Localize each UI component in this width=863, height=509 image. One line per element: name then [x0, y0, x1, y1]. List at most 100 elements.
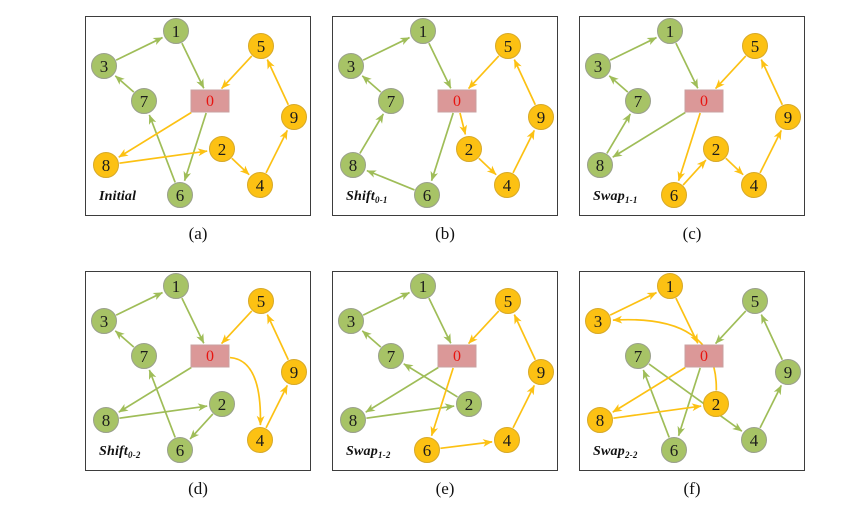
route-edge-7-3	[114, 75, 135, 93]
route-edge-9-5	[760, 314, 784, 361]
route-edge-0-6	[183, 112, 207, 182]
route-edge-0-2	[459, 112, 467, 135]
svg-text:7: 7	[140, 92, 149, 111]
panel-e-label-base: Swap	[346, 444, 378, 459]
route-edge-3-1	[609, 291, 657, 316]
panel-a-caption: (a)	[188, 224, 208, 243]
svg-text:0: 0	[453, 93, 461, 110]
route-edge-7-4	[648, 363, 743, 432]
svg-text:8: 8	[596, 156, 605, 175]
node-7: 7	[625, 88, 651, 114]
node-9: 9	[528, 104, 554, 130]
panel-f-label-base: Swap	[593, 444, 625, 459]
node-3: 3	[91, 308, 117, 334]
route-edge-1-0	[181, 42, 205, 89]
node-6: 6	[661, 437, 687, 463]
svg-text:1: 1	[172, 22, 181, 41]
route-edge-7-3	[361, 330, 382, 348]
panel-b-label: Shift0-1	[346, 189, 388, 205]
svg-text:9: 9	[784, 363, 793, 382]
svg-text:9: 9	[784, 108, 793, 127]
svg-text:3: 3	[594, 57, 603, 76]
node-5: 5	[248, 288, 274, 314]
node-2: 2	[456, 391, 482, 417]
route-edge-8-2	[119, 148, 208, 164]
route-edge-6-7	[148, 369, 176, 438]
panel-f-label-sub: 2-2	[624, 450, 638, 460]
route-edge-1-0	[675, 297, 699, 344]
route-edge-1-0	[675, 42, 699, 89]
node-4: 4	[494, 427, 520, 453]
panel-f-label: Swap2-2	[593, 444, 638, 460]
svg-text:7: 7	[387, 92, 396, 111]
route-edge-5-0	[467, 55, 500, 90]
panel-d-label: Shift0-2	[99, 444, 141, 460]
node-9: 9	[775, 359, 801, 385]
node-5: 5	[248, 33, 274, 59]
panel-c-caption: (c)	[682, 224, 702, 243]
svg-text:5: 5	[257, 292, 266, 311]
svg-text:6: 6	[423, 186, 432, 205]
node-8: 8	[587, 152, 613, 178]
node-6: 6	[167, 437, 193, 463]
node-7: 7	[378, 343, 404, 369]
svg-text:7: 7	[634, 347, 643, 366]
route-edge-4-9	[512, 129, 536, 174]
route-edge-6-7	[148, 114, 176, 183]
route-edge-2-4	[725, 157, 744, 176]
svg-text:8: 8	[102, 156, 111, 175]
svg-text:4: 4	[256, 431, 265, 450]
svg-text:8: 8	[596, 411, 605, 430]
route-edge-8-7	[606, 113, 632, 154]
svg-text:5: 5	[504, 292, 513, 311]
panel-e-label-sub: 1-2	[377, 450, 391, 460]
svg-text:0: 0	[206, 93, 214, 110]
svg-text:3: 3	[347, 312, 356, 331]
svg-text:2: 2	[218, 395, 227, 414]
node-6: 6	[167, 182, 193, 208]
svg-text:5: 5	[257, 37, 266, 56]
route-edge-8-2	[613, 403, 702, 419]
svg-text:8: 8	[349, 156, 358, 175]
route-edge-8-2	[119, 403, 208, 419]
svg-text:7: 7	[140, 347, 149, 366]
node-4: 4	[247, 427, 273, 453]
route-edge-3-1	[115, 36, 163, 61]
svg-text:3: 3	[347, 57, 356, 76]
node-3: 3	[585, 308, 611, 334]
route-edge-6-7	[642, 369, 670, 438]
svg-text:0: 0	[700, 93, 708, 110]
panel-b-caption: (b)	[435, 224, 455, 243]
panel-f-caption: (f)	[683, 479, 701, 498]
node-4: 4	[494, 172, 520, 198]
node-5: 5	[742, 33, 768, 59]
svg-text:1: 1	[419, 277, 428, 296]
node-7: 7	[625, 343, 651, 369]
panel-d-caption: (d)	[188, 479, 208, 498]
node-9: 9	[281, 104, 307, 130]
panel-e-label: Swap1-2	[346, 444, 391, 460]
svg-text:0: 0	[453, 348, 461, 365]
route-edge-9-5	[266, 59, 290, 106]
svg-text:5: 5	[504, 37, 513, 56]
svg-text:9: 9	[537, 363, 546, 382]
svg-text:4: 4	[750, 176, 759, 195]
node-7: 7	[131, 88, 157, 114]
node-6: 6	[414, 182, 440, 208]
node-9: 9	[775, 104, 801, 130]
node-1: 1	[410, 18, 436, 44]
node-1: 1	[163, 273, 189, 299]
panel-e-caption: (e)	[435, 479, 455, 498]
svg-text:2: 2	[712, 140, 721, 159]
svg-text:8: 8	[102, 411, 111, 430]
route-edge-4-9	[265, 129, 289, 174]
node-1: 1	[410, 273, 436, 299]
node-8: 8	[93, 407, 119, 433]
